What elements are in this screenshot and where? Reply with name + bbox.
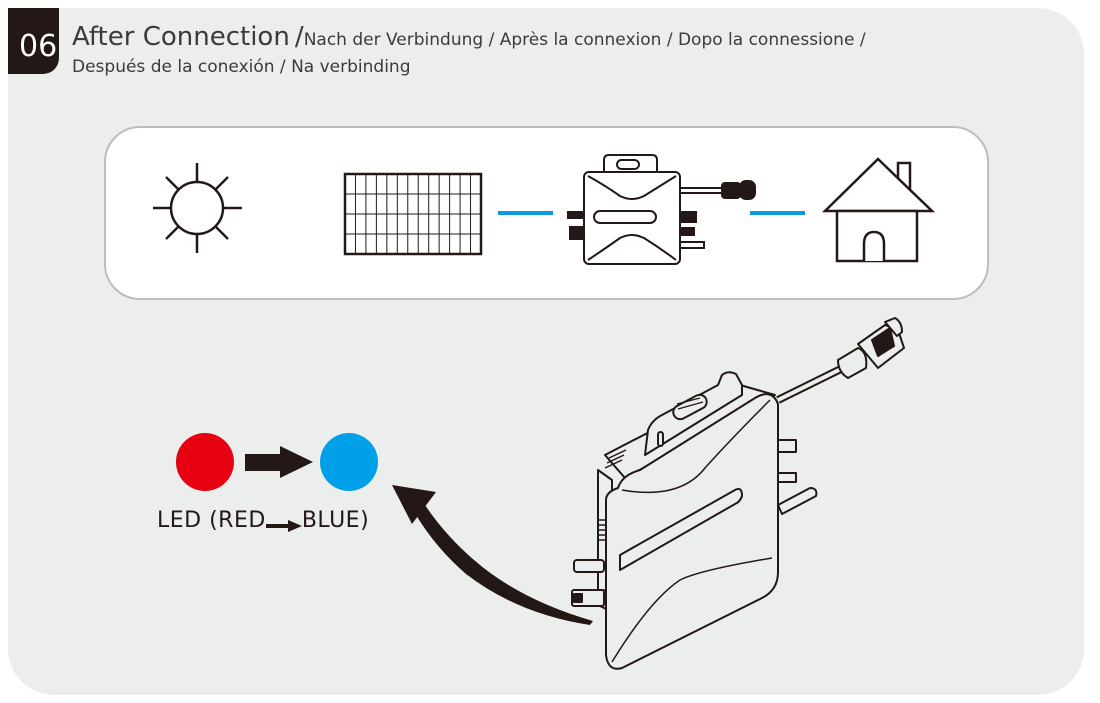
small-arrow-icon: [265, 514, 302, 532]
microinverter-illustration: [571, 317, 905, 670]
title-english: After Connection: [72, 22, 290, 52]
step-number-badge: 06: [8, 8, 59, 74]
transition-arrow-icon: [245, 446, 313, 478]
title-separator: /: [294, 22, 304, 52]
microinverter-icon: [567, 154, 756, 265]
step-number: 06: [19, 29, 58, 64]
house-icon: [821, 157, 936, 263]
led-label-suffix: BLUE): [301, 508, 370, 533]
led-label-prefix: LED (RED: [157, 508, 266, 533]
solar-panel-icon: [343, 172, 483, 256]
pointer-arrow-icon: [392, 485, 593, 625]
step-panel: [8, 8, 1084, 695]
led-status-label: LED (RED BLUE): [157, 508, 369, 533]
led-blue-indicator: [320, 433, 378, 491]
sun-icon: [153, 163, 242, 253]
title-translations-line1: Nach der Verbindung / Après la connexion…: [303, 30, 866, 50]
step-title: After Connection /Nach der Verbindung / …: [72, 20, 866, 54]
led-red-indicator: [176, 433, 234, 491]
title-translations-line2: Después de la conexión / Na verbinding: [72, 57, 411, 77]
